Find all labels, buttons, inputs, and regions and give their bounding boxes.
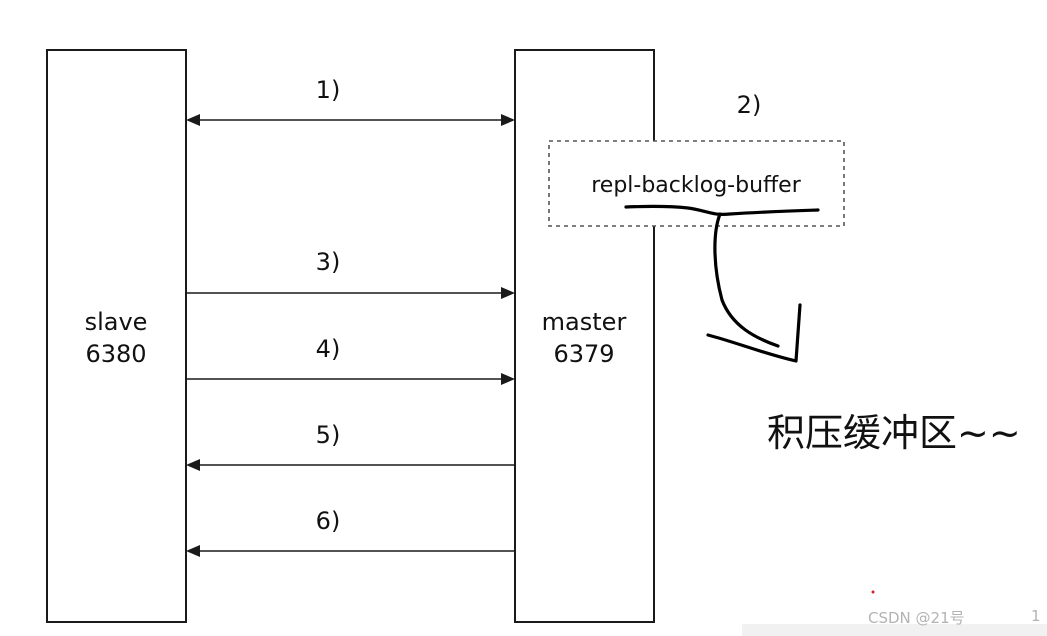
slave-name: slave [85,308,148,336]
slave-port: 6380 [85,340,146,368]
page-number: 1 [1031,607,1041,625]
step-1-label: 1) [316,76,341,104]
watermark-bar [742,624,1047,636]
red-dot [871,590,875,594]
step-3-arrow [186,287,515,299]
step-4-arrow [186,373,515,385]
slave-node: slave 6380 [46,49,187,623]
backlog-annotation: 积压缓冲区~~ [767,411,1021,455]
step-1-arrow [186,114,515,126]
step-4-label: 4) [316,335,341,363]
master-name: master [542,308,627,336]
handwritten-arrow [624,204,820,363]
step-6-arrow [186,545,515,557]
step-5-arrow [186,459,515,471]
csdn-watermark: CSDN @21号 [868,609,965,627]
step-3-label: 3) [316,248,341,276]
step-6-label: 6) [316,507,341,535]
backlog-buffer-label: repl-backlog-buffer [591,173,801,198]
step-2-label: 2) [737,91,762,119]
master-port: 6379 [553,340,614,368]
backlog-buffer-box: repl-backlog-buffer [548,140,845,227]
master-node: master 6379 [514,49,655,623]
step-5-label: 5) [316,421,341,449]
